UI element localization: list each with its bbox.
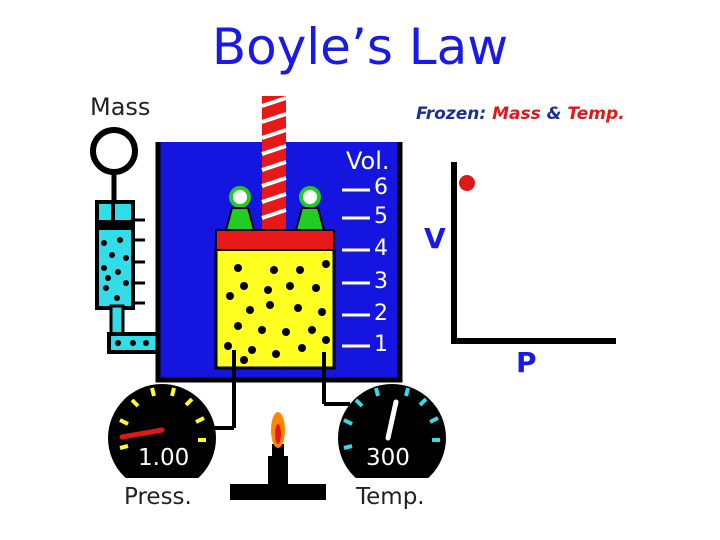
piston-weight-right[interactable] (294, 186, 326, 231)
pressure-gauge (100, 350, 236, 506)
frozen-mass: Mass (492, 104, 541, 124)
temperature-gauge (322, 352, 458, 506)
volume-mark: 4 (374, 236, 388, 261)
volume-mark: 3 (374, 269, 388, 294)
temperature-value: 300 (366, 445, 410, 471)
volume-mark: 1 (374, 332, 388, 357)
gas-chamber (214, 246, 336, 370)
volume-mark: 2 (374, 301, 388, 326)
mass-cylinder (95, 200, 145, 310)
volume-label: Vol. (346, 147, 390, 175)
graph-x-axis-label: P (516, 346, 537, 379)
frozen-temp: Temp. (567, 104, 625, 124)
bunsen-burner-icon (230, 444, 326, 500)
piston-weight-left[interactable] (224, 186, 256, 231)
volume-mark: 6 (374, 175, 388, 200)
mass-hook-icon[interactable] (90, 127, 138, 205)
temperature-label: Temp. (356, 484, 425, 510)
graph-y-axis-label: V (424, 222, 446, 255)
piston-rod[interactable] (261, 96, 287, 230)
flame-icon[interactable] (271, 412, 285, 448)
graph-data-point (459, 175, 475, 191)
temperature-needle (385, 399, 399, 441)
mass-label: Mass (90, 93, 151, 121)
frozen-amp: & (546, 104, 562, 124)
pressure-label: Press. (124, 484, 192, 510)
pressure-value: 1.00 (138, 445, 190, 471)
pv-graph-axes (451, 162, 616, 344)
piston[interactable] (215, 229, 335, 251)
frozen-prefix: Frozen: (416, 104, 487, 124)
page-title: Boyle’s Law (211, 18, 509, 76)
volume-mark: 5 (374, 204, 388, 229)
pressure-needle (119, 427, 165, 440)
frozen-status: Frozen: Mass & Temp. (416, 104, 625, 124)
volume-scale-ticks (342, 188, 370, 348)
